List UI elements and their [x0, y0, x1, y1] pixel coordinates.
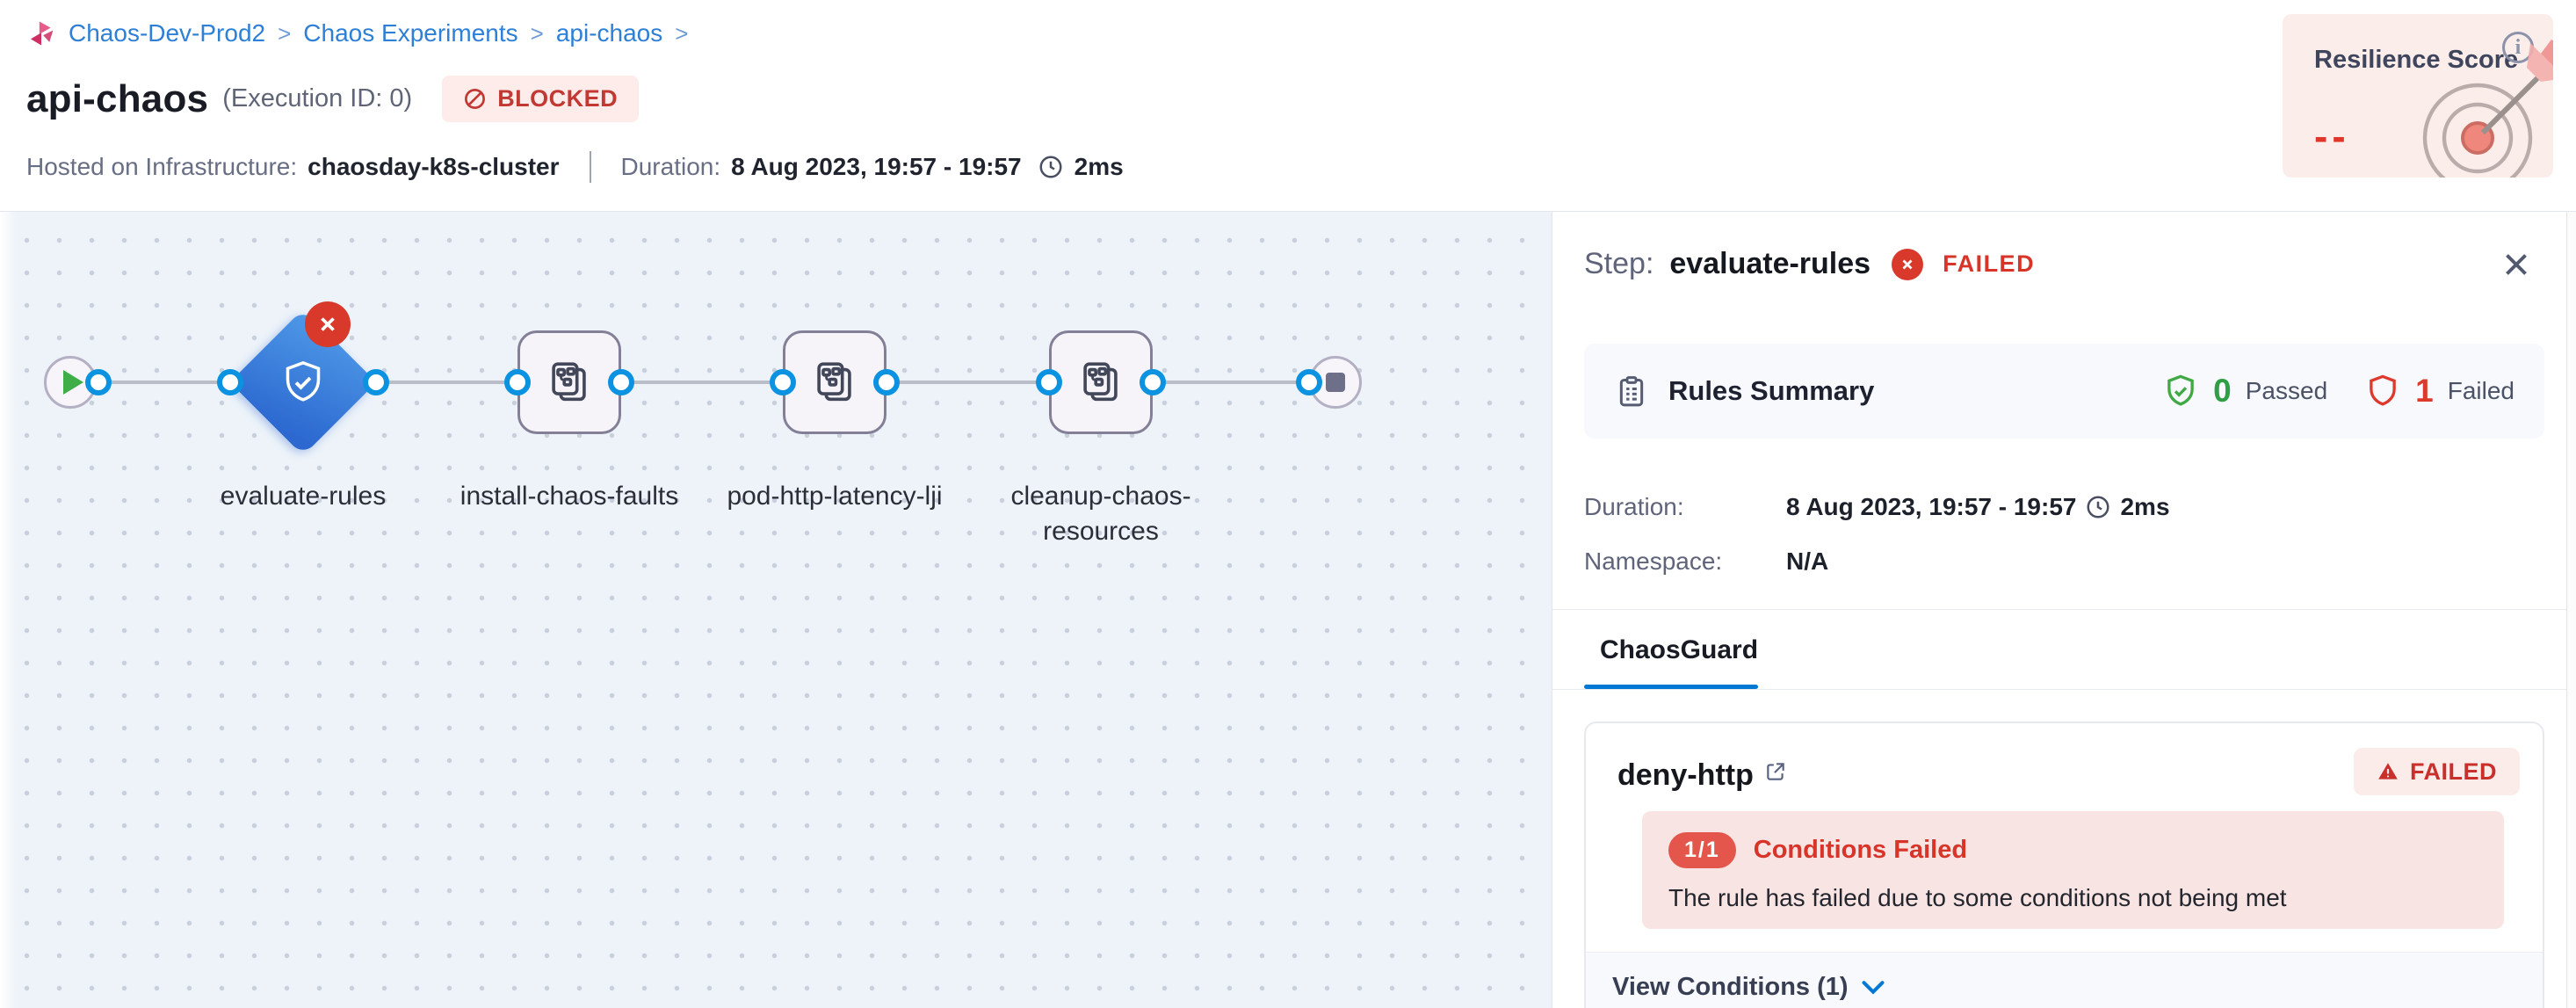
- connector-port: [1140, 369, 1166, 395]
- execution-id: (Execution ID: 0): [222, 84, 413, 112]
- failed-label: Failed: [2447, 377, 2514, 404]
- panel-duration-elapsed: 2ms: [2120, 493, 2170, 520]
- chaosguard-rule-card: deny-http FAILED: [1584, 722, 2544, 1008]
- external-link-icon[interactable]: [1764, 760, 1787, 783]
- close-panel-button[interactable]: [2499, 247, 2534, 282]
- panel-duration-range: 8 Aug 2023, 19:57 - 19:57: [1786, 493, 2077, 520]
- step-label: Step:: [1584, 247, 1654, 280]
- panel-header: Step: evaluate-rules FAILED: [1584, 247, 2035, 281]
- breadcrumb: Chaos-Dev-Prod2 > Chaos Experiments > ap…: [26, 16, 688, 51]
- node-label-evaluate-rules: evaluate-rules: [220, 482, 387, 511]
- breadcrumb-experiment[interactable]: api-chaos: [555, 19, 663, 47]
- tab-chaosguard[interactable]: ChaosGuard: [1600, 635, 1759, 664]
- title-row: api-chaos (Execution ID: 0) BLOCKED: [26, 76, 640, 122]
- rule-name: deny-http: [1617, 758, 1754, 792]
- rules-summary-title: Rules Summary: [1668, 375, 1875, 406]
- pipeline-connector-line: [70, 381, 1335, 384]
- panel-duration-value: 8 Aug 2023, 19:57 - 19:57 2ms: [1786, 493, 2170, 521]
- chevron-down-icon: [1861, 979, 1885, 997]
- connector-port: [1296, 369, 1322, 395]
- rule-title-row: deny-http: [1617, 758, 1787, 793]
- conditions-failed-box: 1/1 Conditions Failed The rule has faile…: [1642, 811, 2504, 929]
- chaos-module-logo-icon: [26, 18, 56, 48]
- status-badge-label: BLOCKED: [497, 85, 619, 112]
- connector-port: [873, 369, 900, 395]
- infrastructure-value: chaosday-k8s-cluster: [308, 153, 560, 180]
- rules-summary-card: Rules Summary 0 Passed 1 Failed: [1584, 344, 2544, 439]
- rules-summary-stats: 0 Passed 1 Failed: [2162, 373, 2514, 410]
- connector-port: [770, 369, 796, 395]
- panel-duration-label: Duration:: [1584, 493, 1684, 520]
- step-status-text: FAILED: [1943, 250, 2036, 277]
- connector-port: [217, 369, 243, 395]
- view-conditions-label: View Conditions (1): [1612, 973, 1849, 1001]
- conditions-failed-title: Conditions Failed: [1753, 836, 1968, 864]
- infrastructure-label: Hosted on Infrastructure:: [26, 153, 298, 180]
- node-label-pod-http-latency: pod-http-latency-lji: [727, 482, 943, 511]
- canvas-left-fade: [0, 212, 18, 1008]
- resilience-score-title: Resilience Score: [2314, 46, 2519, 74]
- connector-port: [608, 369, 634, 395]
- active-tab-underline: [1584, 685, 1758, 689]
- shield-failed-icon: [2364, 373, 2401, 410]
- pipeline-node-install-chaos-faults[interactable]: [517, 330, 621, 434]
- meta-divider: [589, 151, 591, 183]
- connector-port: [504, 369, 531, 395]
- breadcrumb-project[interactable]: Chaos-Dev-Prod2: [69, 19, 266, 47]
- conditions-failed-message: The rule has failed due to some conditio…: [1668, 884, 2287, 911]
- step-details-panel: Step: evaluate-rules FAILED: [1552, 212, 2576, 1008]
- passed-count: 0: [2213, 373, 2232, 409]
- conditions-head: 1/1 Conditions Failed: [1668, 832, 2478, 868]
- resilience-score-card: Resilience Score i --: [2283, 14, 2553, 178]
- pipeline-canvas: evaluate-rules install-chaos-faults pod-…: [0, 212, 1552, 1008]
- panel-scrollbar[interactable]: [2566, 212, 2576, 1008]
- duration-elapsed: 2ms: [1074, 153, 1124, 180]
- target-arrow-illustration: [2400, 29, 2553, 178]
- shield-passed-icon: [2162, 373, 2199, 410]
- view-conditions-toggle[interactable]: View Conditions (1): [1586, 952, 2543, 1008]
- connector-port: [85, 369, 112, 395]
- failed-circle-x-icon: [1892, 248, 1924, 280]
- duration-row: Duration: 8 Aug 2023, 19:57 - 19:57 2ms: [1584, 493, 2170, 521]
- resilience-score-value: --: [2314, 113, 2350, 159]
- duration-value: 8 Aug 2023, 19:57 - 19:57: [731, 153, 1022, 180]
- namespace-row: Namespace: N/A: [1584, 548, 1828, 576]
- passed-label: Passed: [2245, 377, 2328, 404]
- namespace-value: N/A: [1786, 548, 1829, 575]
- connector-port: [363, 369, 389, 395]
- rule-status-label: FAILED: [2409, 758, 2497, 785]
- pipeline-node-pod-http-latency[interactable]: [783, 330, 886, 434]
- node-label-cleanup-chaos-resources: cleanup-chaos-resources: [1010, 482, 1191, 546]
- prohibited-icon: [463, 87, 487, 111]
- rule-status-badge: FAILED: [2353, 748, 2520, 795]
- page-title: api-chaos: [26, 76, 209, 120]
- panel-tab-bar: ChaosGuard: [1552, 609, 2576, 690]
- step-name: evaluate-rules: [1669, 247, 1871, 280]
- pipeline-node-evaluate-rules[interactable]: [229, 308, 377, 456]
- clock-icon: [1038, 154, 1064, 180]
- clipboard-icon: [1614, 373, 1649, 409]
- experiment-meta-row: Hosted on Infrastructure: chaosday-k8s-c…: [26, 149, 1124, 185]
- namespace-label: Namespace:: [1584, 548, 1723, 575]
- play-icon: [62, 370, 83, 395]
- node-failed-badge-icon: [305, 301, 351, 347]
- conditions-ratio-pill: 1/1: [1668, 832, 1736, 868]
- node-label-install-chaos-faults: install-chaos-faults: [459, 482, 679, 511]
- stop-icon: [1326, 373, 1345, 392]
- breadcrumb-separator: >: [530, 19, 544, 47]
- clock-icon: [2085, 494, 2111, 520]
- pipeline-node-cleanup-chaos-resources[interactable]: [1049, 330, 1153, 434]
- failed-count: 1: [2415, 373, 2434, 409]
- breadcrumb-chaos-experiments[interactable]: Chaos Experiments: [303, 19, 518, 47]
- status-badge-blocked: BLOCKED: [442, 76, 640, 122]
- warning-triangle-icon: [2377, 760, 2399, 783]
- connector-port: [1036, 369, 1062, 395]
- breadcrumb-separator: >: [675, 19, 689, 47]
- page-header: Chaos-Dev-Prod2 > Chaos Experiments > ap…: [0, 0, 2576, 212]
- shield-check-icon: [279, 358, 328, 407]
- duration-label: Duration:: [620, 153, 721, 180]
- breadcrumb-separator: >: [278, 19, 292, 47]
